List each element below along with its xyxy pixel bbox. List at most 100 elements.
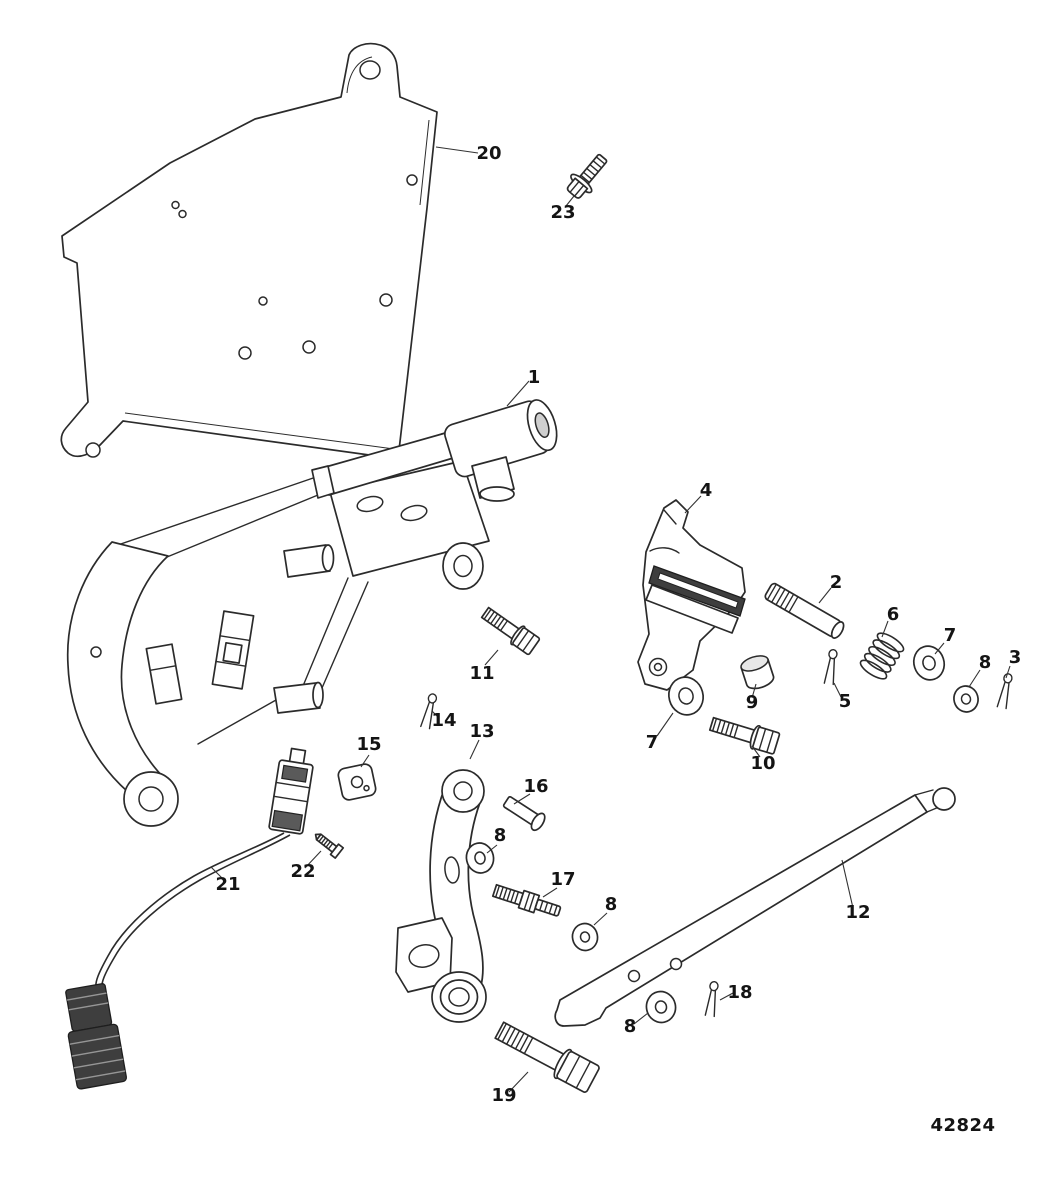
part-9-bushing <box>740 655 775 690</box>
bolt-19-head <box>556 1050 600 1093</box>
clip-tab <box>222 641 243 664</box>
lever-slot <box>444 856 460 884</box>
part-5-cotter-pin <box>823 648 838 686</box>
part-13-shift-lever <box>395 769 487 1023</box>
callout-8-b: 8 <box>605 894 618 915</box>
boss-face <box>312 681 324 709</box>
callout-12: 12 <box>845 902 870 923</box>
callout-2: 2 <box>830 572 843 593</box>
tube-face <box>321 544 335 572</box>
callout-16: 16 <box>523 776 548 797</box>
callout-14: 14 <box>431 710 456 731</box>
connector-ribs <box>66 992 126 1081</box>
part-20-mounting-plate <box>60 42 438 460</box>
part-1-lower-boss <box>273 681 324 714</box>
bolt-19-head-facets <box>564 1055 592 1089</box>
block-line <box>149 665 177 672</box>
screw-22-head <box>329 843 345 859</box>
callout-8-right: 8 <box>979 652 992 673</box>
part-22-screw <box>314 833 345 859</box>
part-4-channel-lip <box>645 584 739 634</box>
part-20-outline <box>60 42 438 460</box>
callout-15: 15 <box>356 734 381 755</box>
mid-plate-slot-2 <box>400 504 428 522</box>
bolt-11-threads <box>483 608 509 632</box>
spring-coil-2 <box>872 639 901 660</box>
callout-8-c: 8 <box>624 1016 637 1037</box>
callout-6: 6 <box>887 604 900 625</box>
pin-2-threads <box>766 583 799 613</box>
clip-lines <box>215 635 251 667</box>
washer-8b-inner <box>579 931 591 943</box>
block-body <box>145 643 183 705</box>
part-15-retainer <box>337 763 377 801</box>
stud-17-collar-facets <box>523 891 536 912</box>
bar-12-holes <box>627 957 683 983</box>
part-23-flange-bolt <box>566 153 608 199</box>
callout-19: 19 <box>491 1085 516 1106</box>
part-1-lower-links <box>302 577 369 689</box>
lever-top-hole <box>453 781 473 801</box>
part-21-switch-block <box>268 747 314 835</box>
part-1-arm-end-cap <box>311 465 335 499</box>
screw-22-threads <box>318 835 334 850</box>
callout-11: 11 <box>469 663 494 684</box>
switch-base <box>271 809 304 832</box>
callout-5: 5 <box>839 691 852 712</box>
washer-8r-inner <box>960 693 972 705</box>
part-21-connector <box>65 983 128 1090</box>
lever-bottom-hole <box>448 987 470 1007</box>
callout-22: 22 <box>290 861 315 882</box>
stud-17-shank <box>491 883 524 906</box>
bar-12-outline <box>554 794 928 1027</box>
callout-10: 10 <box>750 753 775 774</box>
washer-8a-inner <box>474 851 486 865</box>
mid-plate-slot-1 <box>356 495 384 513</box>
part-1-block <box>145 643 183 705</box>
part-2-pin <box>764 582 845 639</box>
cotter-14-shape <box>420 693 438 730</box>
callout-17: 17 <box>550 869 575 890</box>
part-4-hole-inner <box>653 662 663 672</box>
bolt-23-head-facets <box>569 180 585 197</box>
callout-7-left: 7 <box>646 732 659 753</box>
spring-coil-4 <box>863 652 892 673</box>
retainer-pin-hole <box>363 784 370 792</box>
switch-window <box>281 764 309 783</box>
callout-3: 3 <box>1009 647 1022 668</box>
callout-9: 9 <box>746 692 759 713</box>
bolt-11-head-facets <box>516 629 535 652</box>
part-17-stud <box>491 883 562 917</box>
spring-coil-5 <box>859 659 888 680</box>
part-11-bolt <box>480 606 541 656</box>
cotter-3-shape <box>996 673 1013 710</box>
part-1-spring-clip <box>211 610 255 690</box>
switch-lines <box>273 781 311 803</box>
washer-7l-inner <box>678 687 694 705</box>
part-21-wire-b <box>101 834 291 990</box>
part-3-cotter-pin <box>996 673 1013 710</box>
part-19-bolt <box>494 1021 600 1093</box>
washer-7r-inner <box>922 655 936 671</box>
connector-upper <box>65 983 113 1032</box>
part-20-holes <box>85 60 418 458</box>
part-1-roller-hole <box>138 786 164 812</box>
bolt-23-threads <box>580 156 606 184</box>
part-4-channel-slot <box>657 572 739 609</box>
barrel-bore <box>534 412 550 438</box>
part-1-pivot-tube <box>283 544 335 578</box>
callout-18: 18 <box>727 982 752 1003</box>
pin-2-end <box>830 621 845 639</box>
callout-8-a: 8 <box>494 825 507 846</box>
callout-13: 13 <box>469 721 494 742</box>
retainer-hole <box>350 775 364 789</box>
part-1-arm-hole <box>90 646 102 658</box>
bolt-23-head <box>566 177 589 199</box>
part-6-spring <box>859 632 905 680</box>
part-1-grommet-hole <box>453 554 473 578</box>
screw-22-tip <box>314 833 322 841</box>
bolt-10-head-facets <box>758 728 774 753</box>
part-4-inner-lines <box>649 509 680 554</box>
